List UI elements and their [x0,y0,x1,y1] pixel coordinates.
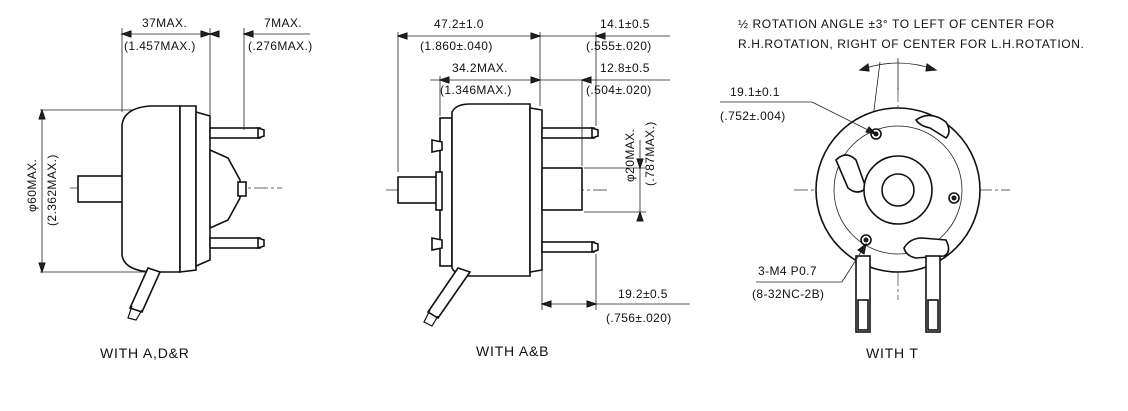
right-view-caption: WITH T [866,345,919,361]
middle-view-caption: WITH A&B [476,343,549,359]
middle-dim-term: 19.2±0.5 [618,287,668,301]
right-dim-pcd: 19.1±0.1 [730,85,780,99]
left-view-caption: WITH A,D&R [100,345,190,361]
rotation-note-line1: ½ ROTATION ANGLE ±3° TO LEFT OF CENTER F… [738,17,1055,31]
left-dim-length: 37MAX. [142,16,187,30]
right-thread-inch: (8-32NC-2B) [752,287,824,301]
middle-dim-term-inch: (.756±.020) [606,311,672,325]
middle-view [386,32,690,327]
right-thread: 3-M4 P0.7 [758,264,817,278]
right-dim-pcd-inch: (.752±.004) [720,109,786,123]
middle-dim-pin2-inch: (.504±.020) [586,83,652,97]
left-dim-terminal-inch: (.276MAX.) [248,39,313,53]
left-dim-diameter-inch: (2.362MAX.) [45,154,59,226]
middle-dim-body: 34.2MAX. [452,61,508,75]
right-view [720,58,1010,333]
left-view [38,28,310,321]
left-dim-length-inch: (1.457MAX.) [124,39,196,53]
middle-dim-hub-inch: (.787MAX.) [643,121,657,186]
middle-dim-pin: 14.1±0.5 [600,17,650,31]
left-dim-diameter: φ60MAX. [25,159,39,212]
middle-dim-body-inch: (1.346MAX.) [440,83,512,97]
left-dim-terminal: 7MAX. [264,16,302,30]
middle-dim-pin-inch: (.555±.020) [586,39,652,53]
rotation-note-line2: R.H.ROTATION, RIGHT OF CENTER FOR L.H.RO… [738,37,1084,51]
middle-dim-overall: 47.2±1.0 [434,17,484,31]
middle-dim-overall-inch: (1.860±.040) [420,39,493,53]
middle-dim-hub: φ20MAX. [623,129,637,182]
middle-dim-pin2: 12.8±0.5 [600,61,650,75]
